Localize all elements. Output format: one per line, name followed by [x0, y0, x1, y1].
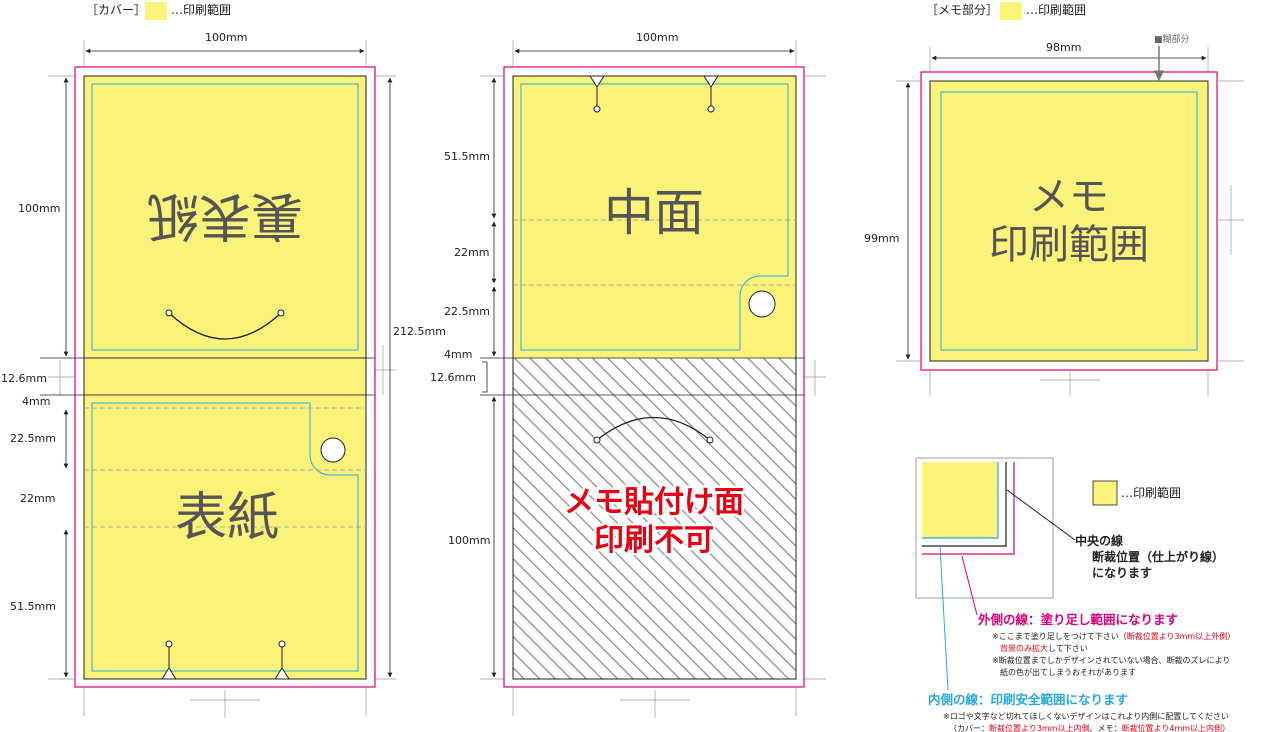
cover-trim-line: [83, 75, 367, 680]
no-print-line1: メモ貼付け面: [564, 485, 744, 520]
cover-width-label: 100mm: [205, 31, 247, 44]
inner-dim-225: 22.5mm: [444, 305, 490, 318]
back-strap-line: [168, 312, 282, 340]
inner-note-2: （カバー：断裁位置より3mm以上内側、メモ：断裁位置より4mm以上内側）: [949, 723, 1230, 732]
inner-width-label: 100mm: [636, 31, 678, 44]
inner-note-1: ※ロゴや文字など切れてほしくないデザインはこれより内側に配置してください: [943, 711, 1229, 721]
no-print-area: [513, 358, 796, 679]
inner-print-area: [513, 76, 796, 358]
memo-panel: メモ 印刷範囲 98mm 99mm ■糊部分: [864, 33, 1244, 396]
inner-dim-4: 4mm: [444, 348, 472, 361]
front-cover-area: [84, 395, 366, 679]
memo-glue-label: ■糊部分: [1154, 33, 1190, 45]
outer-note-4: 紙の色が出てしまうおそれがあります: [1000, 667, 1136, 677]
cover-header-title: ［カバー］: [86, 3, 146, 17]
memo-print-area: [929, 80, 1209, 362]
cover-dim-22: 22mm: [20, 492, 55, 505]
memo-width-label: 98mm: [1046, 41, 1081, 54]
outer-note-1: ※ここまで塗り足しをつけて下さい（断裁位置より3mm以上外側）: [992, 631, 1235, 641]
inner-dim-spine: 12.6mm: [430, 371, 476, 384]
cover-header-swatch: [145, 2, 167, 20]
cover-dim-515: 51.5mm: [10, 600, 56, 613]
memo-header-legend: …印刷範囲: [1026, 2, 1086, 17]
cover-dim-4: 4mm: [22, 395, 50, 408]
cover-hole: [320, 437, 346, 463]
inner-label: 中面: [604, 184, 704, 242]
center-line-title: 中央の線: [1075, 533, 1123, 548]
inner-dim-515: 51.5mm: [444, 150, 490, 163]
front-cover-label: 表紙: [175, 488, 279, 548]
cover-header: ［カバー］ …印刷範囲: [86, 2, 231, 20]
cover-dim-100: 100mm: [18, 202, 60, 215]
front-cover-safe-line: [91, 402, 359, 672]
memo-crop-marks: [896, 47, 1244, 396]
legend-swatch: [1092, 480, 1118, 506]
back-cover-label: 裏表紙: [147, 185, 303, 245]
legend-panel: …印刷範囲 中央の線 断裁位置（仕上がり線） になります 外側の線：塗り足し範囲…: [915, 457, 1235, 732]
inner-safe-line: [520, 83, 789, 351]
inner-line-title: 内側の線：印刷安全範囲になります: [928, 692, 1128, 707]
outer-line-title: 外側の線：塗り足し範囲になります: [977, 612, 1178, 627]
inner-crop-marks: [480, 40, 826, 718]
inner-panel: 中面 メモ貼付け面 印刷不可 100mm 51.5mm 22mm 22.5mm …: [430, 31, 826, 718]
center-line-desc: 断裁位置（仕上がり線）: [1092, 549, 1224, 564]
memo-header: ［メモ部分］ …印刷範囲: [926, 2, 1086, 20]
cover-dim-225: 22.5mm: [10, 432, 56, 445]
cover-header-legend: …印刷範囲: [171, 2, 231, 17]
memo-safe-line: [940, 91, 1198, 351]
no-print-line2: 印刷不可: [594, 523, 714, 558]
memo-header-swatch: [1000, 2, 1022, 20]
memo-header-title: ［メモ部分］: [926, 2, 998, 17]
legend-swatch-label: …印刷範囲: [1121, 485, 1181, 500]
cover-total-height: 212.5mm: [393, 325, 446, 338]
memo-label-line2: 印刷範囲: [989, 222, 1149, 268]
inner-hole: [748, 290, 776, 318]
memo-label-line1: メモ: [1029, 174, 1109, 220]
spine-area: [83, 357, 367, 396]
outer-note-2: 背景のみ拡大して下さい: [1000, 643, 1088, 653]
back-cover-area: [84, 76, 366, 358]
inner-dim-100: 100mm: [448, 534, 490, 547]
center-line-desc2: になります: [1092, 566, 1152, 580]
back-cover-safe-line: [91, 83, 359, 351]
outer-note-3: ※断裁位置までしかデザインされていない場合、断裁のズレにより: [992, 655, 1230, 665]
inner-dim-22: 22mm: [454, 246, 489, 259]
memo-height-label: 99mm: [864, 232, 899, 245]
cover-dim-spine: 12.6mm: [1, 372, 47, 385]
cover-panel: 裏表紙 表紙 100mm 212.5mm 100mm 12.6mm 4mm 22…: [1, 31, 446, 718]
